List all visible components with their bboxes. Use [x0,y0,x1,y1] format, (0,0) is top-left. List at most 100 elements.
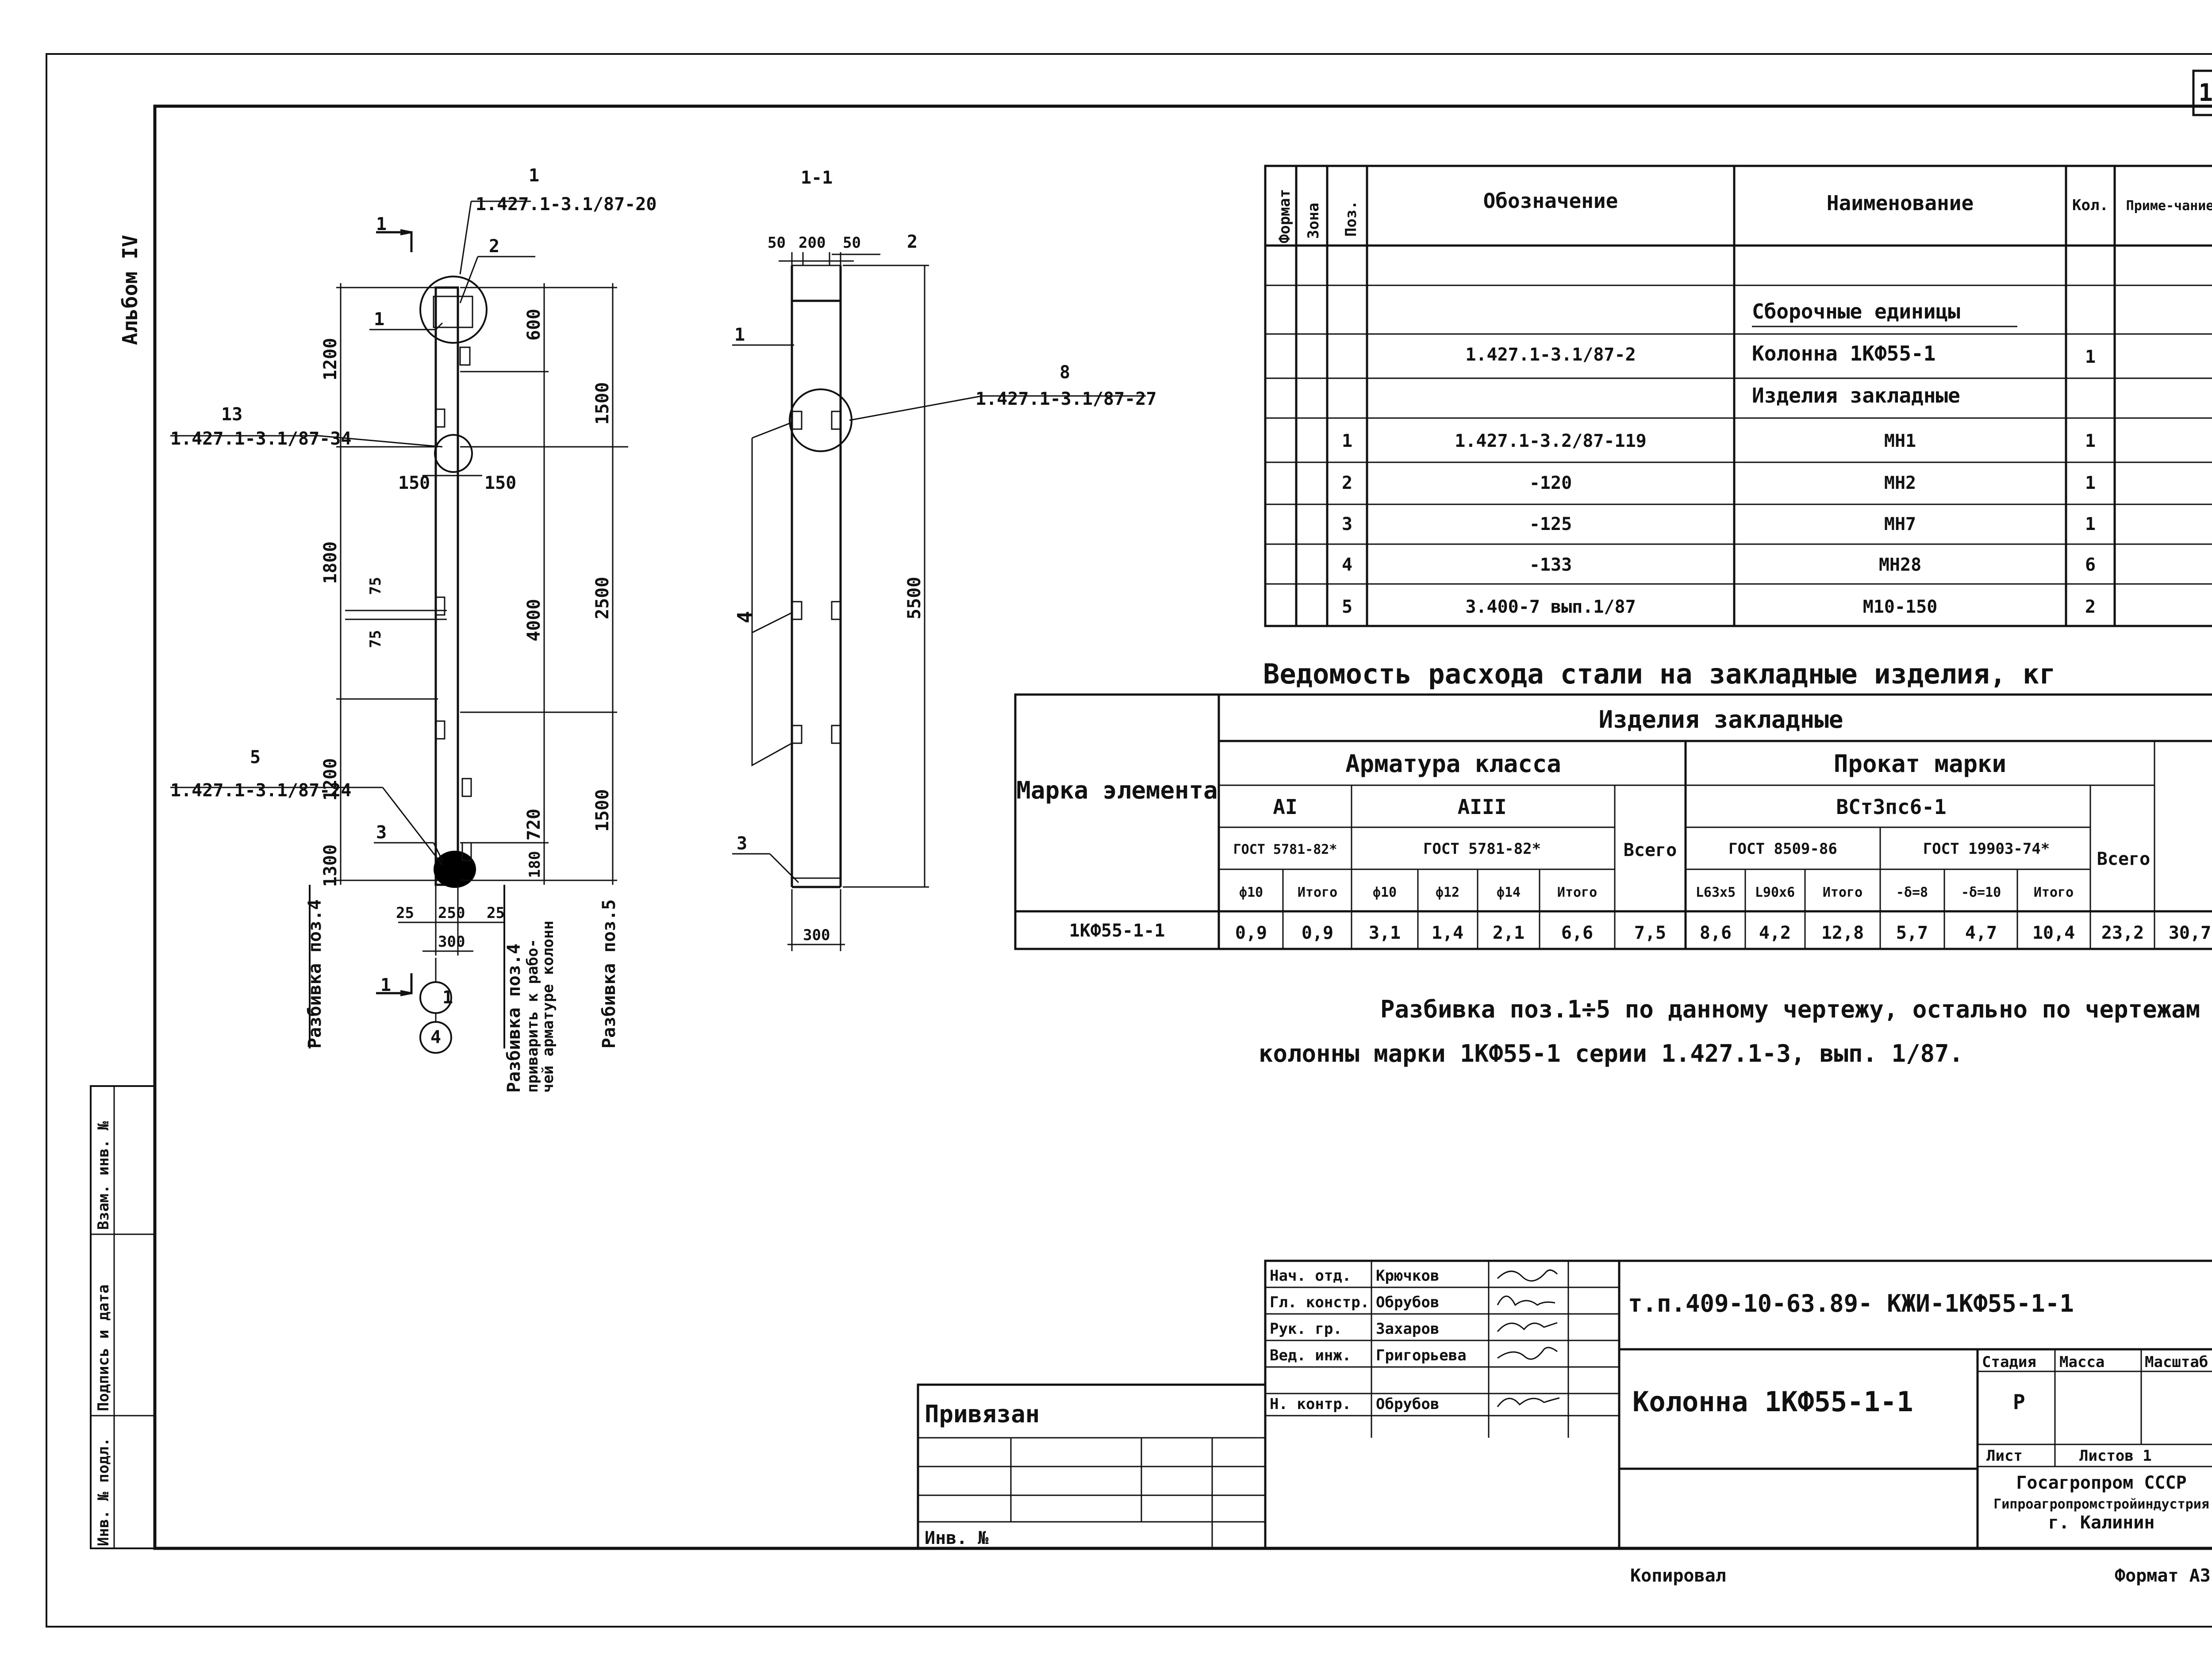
callout-1b: 1 [374,309,384,330]
spec-poz-6: 3 [1342,514,1352,534]
spec-name-5: МН2 [1884,473,1916,493]
signatures [1497,1269,1560,1407]
dim-far-1: 1500 [592,382,613,425]
steel-a1: АI [1273,795,1297,819]
spec-name-1: Сборочные единицы [1752,299,1960,323]
section-callout-4: 4 [733,611,757,623]
stamp-name-3: Григорьева [1376,1347,1467,1364]
spec-kol-7: 6 [2085,555,2096,575]
steel-vsego-a: Всего [1624,840,1677,860]
side-stamp-sign: Подпись и дата [95,1284,112,1411]
steel-prokat: Прокат марки [1834,750,2006,778]
stamp-code: т.п.409-10-63.89- КЖИ-1КФ55-1-1 [1628,1290,2074,1317]
spec-kol-6: 1 [2085,514,2096,534]
spec-kol-2: 1 [2085,347,2096,367]
album-label: Альбом IV [118,235,142,345]
dim-left-1: 1200 [320,338,341,380]
steel-val-5: 6,6 [1561,923,1593,943]
stamp-name-1: Обрубов [1376,1294,1439,1311]
steel-table [1014,693,2212,950]
spec-name-6: МН7 [1884,514,1916,534]
spec-header-format: Формат [1276,189,1294,243]
spec-name-4: МН1 [1884,431,1916,451]
note-poz4-left: Разбивка поз.4 [305,899,325,1048]
spec-header-name: Наименование [1827,191,1974,215]
dim-75-a: 75 [367,577,384,595]
callout-1-ref: 1.427.1-3.1/87-20 [476,194,657,215]
note-poz4-right: Разбивка поз.4 [504,944,524,1093]
dim-right-3: 720 [524,809,544,841]
column-outline [434,286,459,886]
copied-label: Копировал [1630,1566,1726,1586]
section-dim-200: 200 [799,234,826,252]
steel-val-9: 12,8 [1821,923,1864,943]
spec-name-3: Изделия закладные [1752,384,1960,407]
dim-150-b: 150 [484,473,516,493]
steel-izdelia: Изделия закладные [1599,706,1843,733]
steel-gost4: ГОСТ 19903-74* [1923,840,2050,858]
spec-poz-4: 1 [1342,431,1352,451]
note-line-2: колонны марки 1КФ55-1 серии 1.427.1-3, в… [1259,1040,1963,1067]
spec-header-oboz: Обозначение [1483,189,1618,213]
steel-val-1: 0,9 [1302,923,1333,943]
section-dim-50b: 50 [843,234,861,252]
spec-table [1264,165,2212,627]
spec-rows: Сборочные единицы 1.427.1-3.1/87-2 Колон… [1342,299,2096,617]
section-callout-3: 3 [737,833,747,854]
dim-left-4: 1300 [320,845,341,887]
callout-1-num: 1 [529,165,539,186]
steel-sub-2: ф10 [1373,885,1397,900]
steel-row-mark: 1КФ55-1-1 [1069,921,1165,941]
stamp-sheet-label: Лист [1986,1447,2023,1465]
section-detail-circle [789,388,853,452]
spec-poz-7: 4 [1342,555,1352,575]
section-callout-8-num: 8 [1060,362,1070,383]
stamp-name-0: Крючков [1376,1267,1439,1285]
note-weld-2: чей арматуре колонн [539,921,557,1093]
steel-table-title: Ведомость расхода стали на закладные изд… [1263,658,2056,690]
format-label: Формат А3 [2115,1566,2211,1586]
section-callout-1: 1 [734,325,745,345]
stamp-name-5: Обрубов [1376,1395,1439,1413]
title-block [917,1259,2212,1550]
steel-val-6: 7,5 [1634,923,1666,943]
stamp-privyazan: Привязан [925,1400,1040,1428]
spec-oboz-8: 3.400-7 вып.1/87 [1465,597,1636,617]
bubble-1-label: 1 [442,987,453,1008]
dim-right-1: 600 [524,309,544,341]
stamp-sheets-label: Листов 1 [2079,1447,2152,1465]
stamp-org-1: Госагропром СССР [2016,1473,2186,1493]
steel-sub-1: Итого [1298,885,1337,900]
sheet-number-box [2192,69,2212,116]
note-weld-1: приварить к рабо- [524,939,541,1093]
stamp-org-2: Гипроагропромстройиндустрия [1993,1497,2209,1512]
stamp-stage: Р [2013,1390,2025,1414]
stamp-role-0: Нач. отд. [1270,1267,1351,1285]
steel-val-2: 3,1 [1369,923,1401,943]
side-stamp-inv: Инв. № подл. [95,1437,112,1546]
dim-far-3: 1500 [592,789,613,832]
steel-gost1: ГОСТ 5781-82* [1233,842,1337,857]
steel-sub-11: Итого [2034,885,2074,900]
view-marker-top: 1 [376,214,387,234]
spec-poz-5: 2 [1342,473,1352,493]
spec-oboz-4: 1.427.1-3.2/87-119 [1455,431,1646,451]
steel-vst: ВСт3пс6-1 [1836,795,1946,819]
steel-sub-3: ф12 [1436,885,1459,900]
dim-bottom-300: 300 [438,933,465,951]
side-stamp-vzam: Взам. инв. № [95,1121,112,1230]
spec-name-8: М10-150 [1863,597,1938,617]
spec-header-kol: Кол. [2072,196,2108,214]
steel-sub-7: L90х6 [1755,885,1795,900]
steel-vsego-b: Всего [2097,849,2150,869]
dim-left-3: 1200 [320,758,341,801]
steel-val-3: 1,4 [1432,923,1463,943]
section-1-1-view [732,252,1146,951]
stamp-role-1: Гл. констр. [1270,1294,1369,1311]
view-marker-bottom: 1 [380,975,391,995]
dim-right-2: 4000 [524,599,544,641]
dim-far-2: 2500 [592,577,613,619]
callout-13-num: 13 [221,404,242,425]
